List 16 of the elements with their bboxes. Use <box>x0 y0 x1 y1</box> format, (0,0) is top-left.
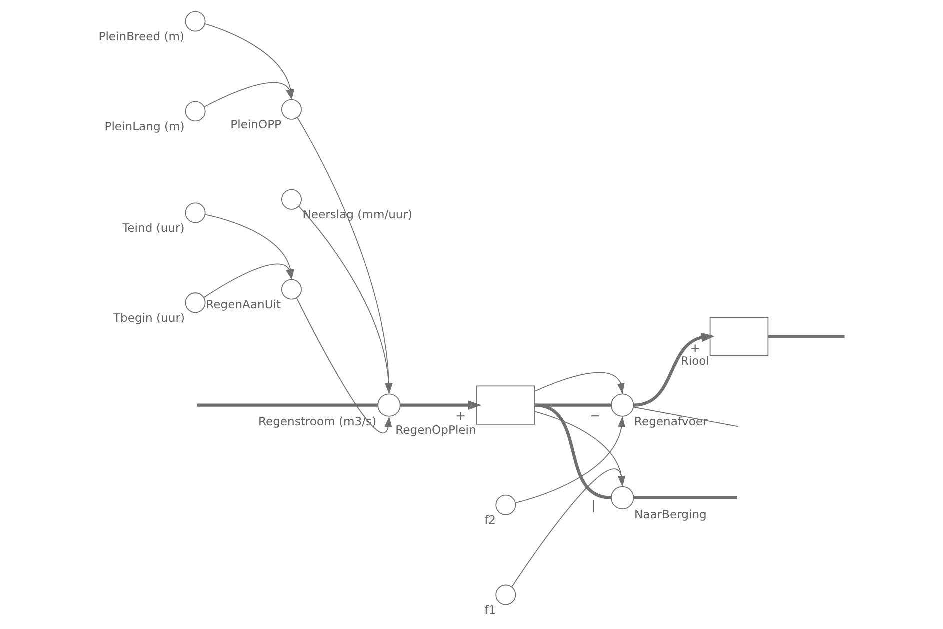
node-label: RegenOpPlein <box>396 422 476 437</box>
node-label: PleinLang (m) <box>104 119 185 134</box>
node-label: Riool <box>680 354 710 368</box>
node-label: PleinBreed (m) <box>98 30 185 44</box>
node-label: Regenafvoer <box>634 414 708 429</box>
edge-label: + <box>456 408 466 423</box>
node-label: f1 <box>484 603 496 618</box>
node-label: RegenAanUit <box>206 298 282 312</box>
node-label: PleinOPP <box>230 118 282 132</box>
node-label: NaarBerging <box>634 507 707 522</box>
edge-label: + <box>690 340 701 356</box>
node-label: Teind (uur) <box>122 221 185 236</box>
node-label: f2 <box>484 513 496 528</box>
node-label: Tbegin (uur) <box>113 310 185 325</box>
edge-label: | <box>591 497 596 512</box>
edge-label: − <box>590 408 601 423</box>
